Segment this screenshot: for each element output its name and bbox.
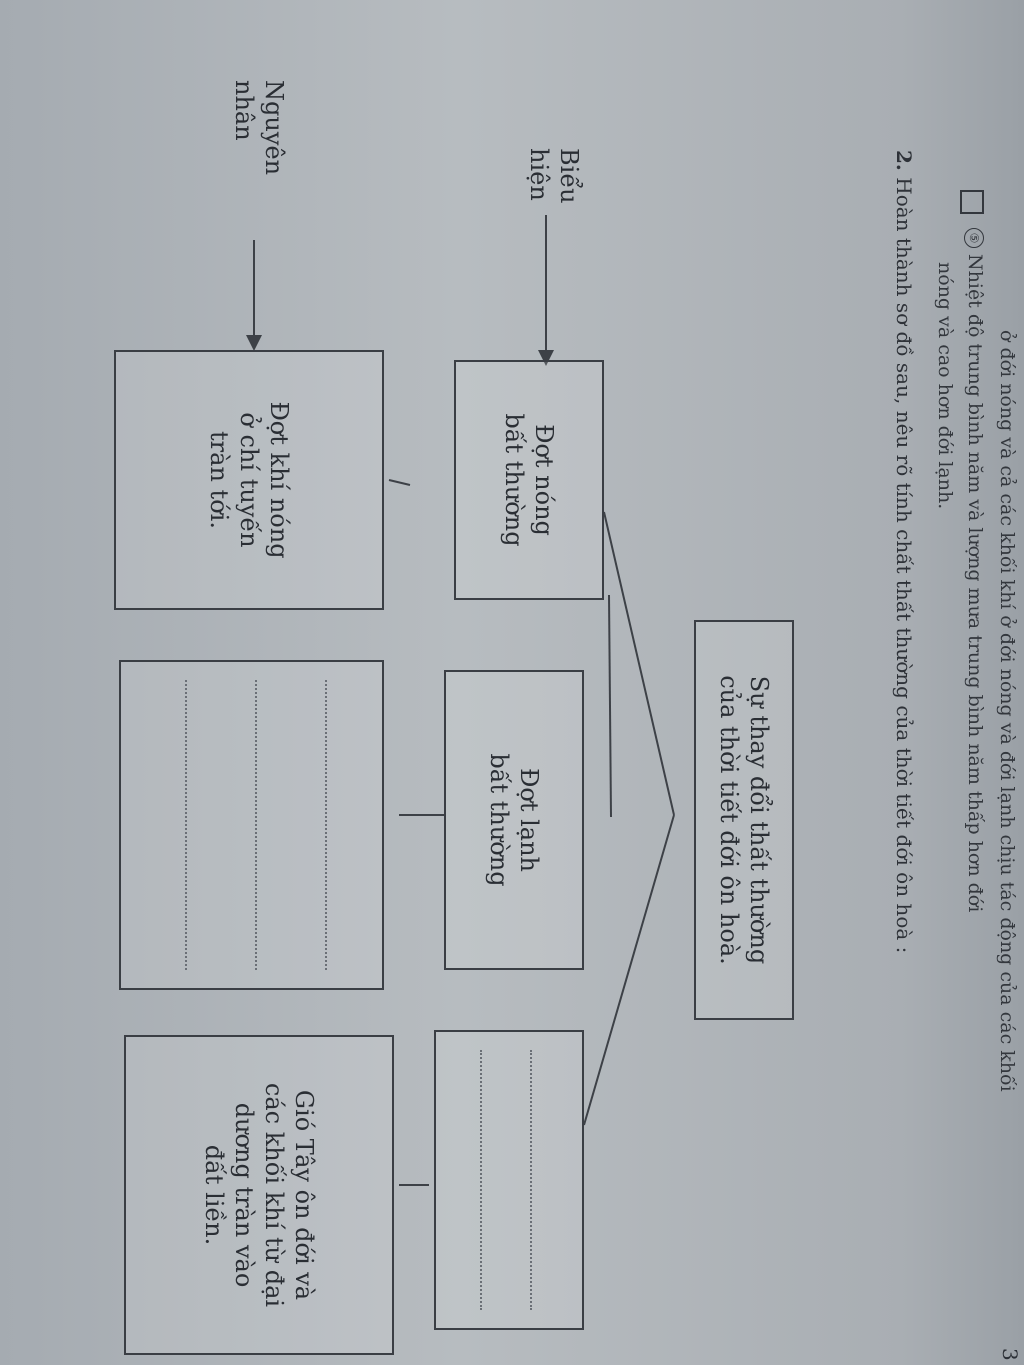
answer-dotted-line — [185, 680, 187, 970]
row-label-nguyen-nhan: Nguyên nhân — [230, 80, 288, 176]
arrowhead-nguyen-nhan — [246, 335, 262, 351]
connector-center-hot — [603, 511, 675, 816]
arrowhead-bieu-hien — [538, 350, 554, 366]
page-number: 3 — [998, 1348, 1022, 1361]
answer-dotted-line — [480, 1050, 482, 1310]
answer-dotted-line — [530, 1050, 532, 1310]
cause-box-empty[interactable] — [119, 660, 384, 990]
cause-box-hot: Đợt khí nóng ở chí tuyến tràn tới. — [114, 350, 384, 610]
manifestation-box-hot: Đợt nóng bất thường — [454, 360, 604, 600]
manifestation-box-cold: Đợt lạnh bất thường — [444, 670, 584, 970]
answer-dotted-line — [255, 680, 257, 970]
connector-center-cold — [608, 594, 612, 818]
connector-center-empty — [583, 814, 675, 1126]
answer-dotted-line — [325, 680, 327, 970]
connector-hot-cause — [388, 479, 411, 486]
center-box: Sự thay đổi thất thường của thời tiết đớ… — [694, 620, 794, 1020]
cause-box-westerlies: Gió Tây ôn đới và các khối khí từ đại dư… — [124, 1035, 394, 1355]
manifestation-box-empty[interactable] — [434, 1030, 584, 1330]
row-label-bieu-hien: Biểu hiện — [525, 148, 583, 204]
